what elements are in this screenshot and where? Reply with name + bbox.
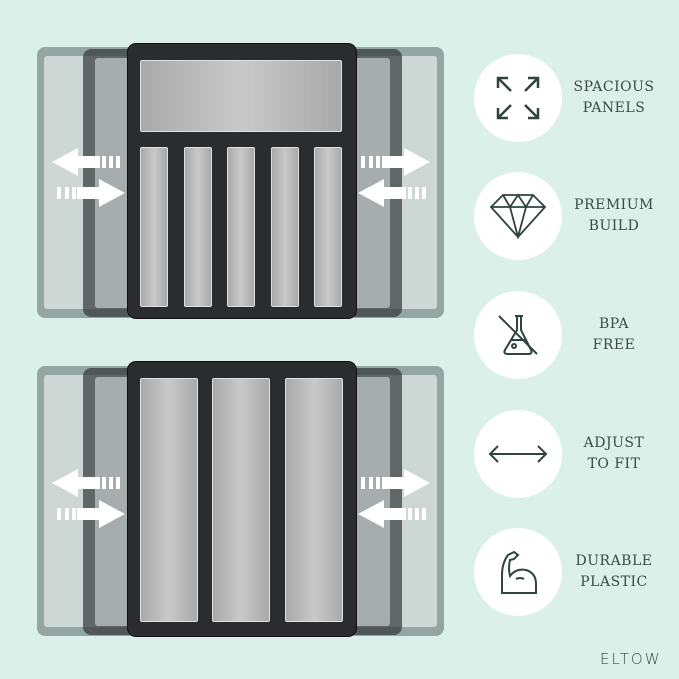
expand-arrows-icon: [474, 54, 562, 142]
flexed-arm-icon: [474, 528, 562, 616]
diamond-icon: [474, 172, 562, 260]
double-arrow-icon: [474, 410, 562, 498]
brand-logo: ELTOW: [600, 650, 662, 668]
tray-body: [128, 44, 356, 318]
tray-body: [128, 362, 356, 636]
no-bpa-flask-icon: [474, 291, 562, 379]
